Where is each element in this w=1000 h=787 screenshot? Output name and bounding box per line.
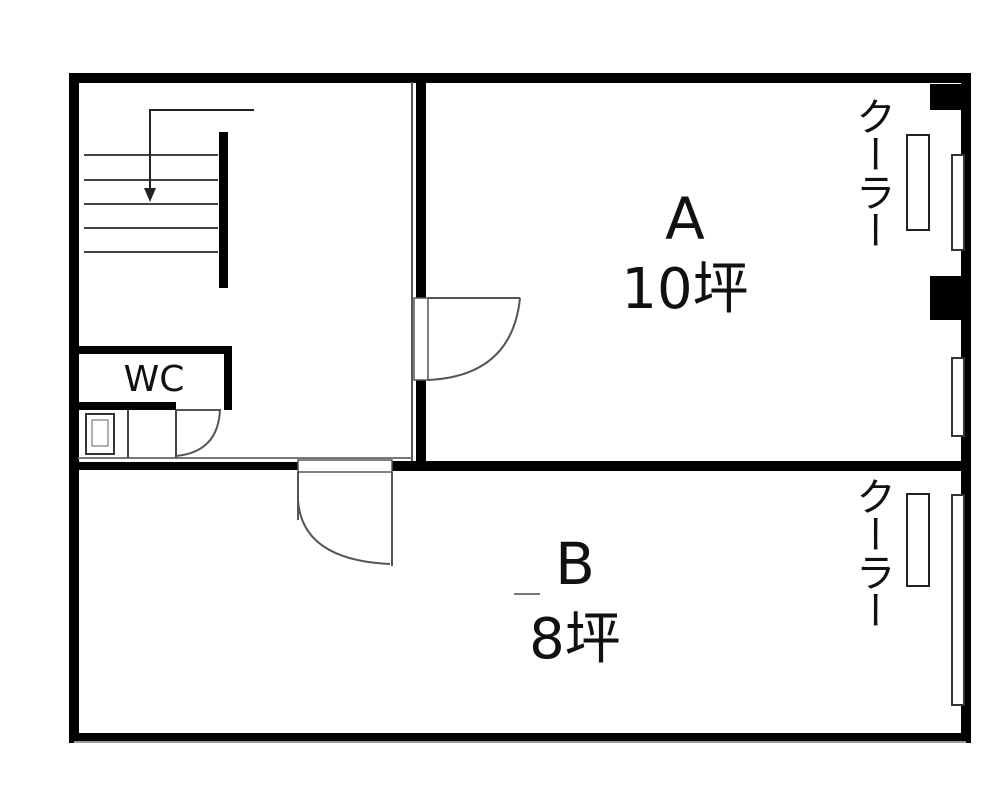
staircase: [84, 109, 254, 288]
wc-label: WC: [123, 359, 185, 400]
aircon-unit-room-a: [906, 134, 930, 231]
aircon-unit-room-b: [906, 493, 930, 587]
door-room-b: [297, 459, 393, 566]
right-wall-details: [930, 84, 965, 706]
outer-wall: [69, 73, 971, 743]
room-b-label: B: [555, 530, 595, 598]
wc-area: [78, 346, 232, 458]
aircon-label-room-a: クーラー: [849, 96, 895, 248]
aircon-label-room-b: クーラー: [849, 476, 895, 628]
door-room-a: [413, 297, 521, 381]
room-a-area: 10坪: [621, 257, 749, 322]
room-a-label: A: [665, 185, 705, 253]
room-b-area: 8坪: [529, 607, 621, 672]
